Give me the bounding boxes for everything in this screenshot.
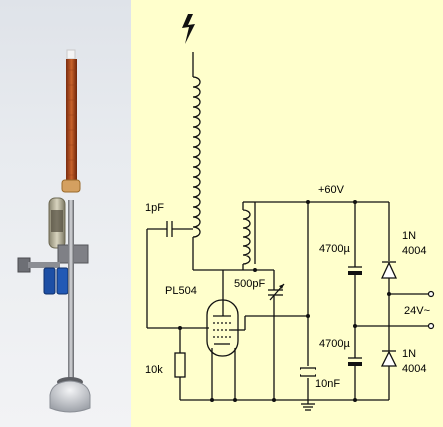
ground-symbol <box>301 400 315 411</box>
schematic: 1pF +60V 500pF <box>131 0 443 427</box>
label-bypass-cap: 10nF <box>315 378 340 390</box>
capacitor-4700-bottom <box>348 357 362 366</box>
capacitor-500pf <box>268 270 285 400</box>
label-diode-bottom-2: 4004 <box>402 363 426 375</box>
tesla-coil-photo <box>17 49 91 413</box>
circuit-diagram: 1pF +60V 500pF <box>145 14 435 411</box>
label-diode-top-1: 1N <box>402 230 416 242</box>
secondary-coil-symbol <box>192 76 201 238</box>
ac-terminal-top <box>427 290 435 298</box>
capacitor-1pf <box>146 221 209 329</box>
capacitor-photo-1 <box>43 267 56 295</box>
label-resistor: 10k <box>145 364 163 376</box>
label-cap-bottom: 4700µ <box>319 338 350 350</box>
primary-coil <box>61 179 81 193</box>
label-ac-input: 24V~ <box>404 305 430 317</box>
label-diode-bottom-1: 1N <box>402 348 416 360</box>
top-terminal <box>66 49 76 60</box>
label-cap-top: 4700µ <box>319 243 350 255</box>
label-cap-in: 1pF <box>145 202 164 214</box>
diode-top <box>380 261 398 279</box>
secondary-coil <box>66 59 77 183</box>
tube-pl504 <box>206 298 308 400</box>
resistor-10k <box>174 328 186 400</box>
feedback-coil-symbol <box>242 209 251 265</box>
label-tube: PL504 <box>165 285 197 297</box>
label-tune-cap: 500pF <box>234 278 265 290</box>
label-diode-top-2: 4004 <box>402 245 426 257</box>
support-rod <box>68 200 74 380</box>
label-supply: +60V <box>318 184 345 196</box>
ac-terminal-bottom <box>427 322 435 330</box>
spark-icon <box>182 14 195 44</box>
photo-panel <box>0 0 131 427</box>
diode-bottom <box>380 350 398 367</box>
capacitor-photo-2 <box>56 267 69 295</box>
base <box>49 380 91 413</box>
capacitor-4700-top <box>348 266 362 275</box>
